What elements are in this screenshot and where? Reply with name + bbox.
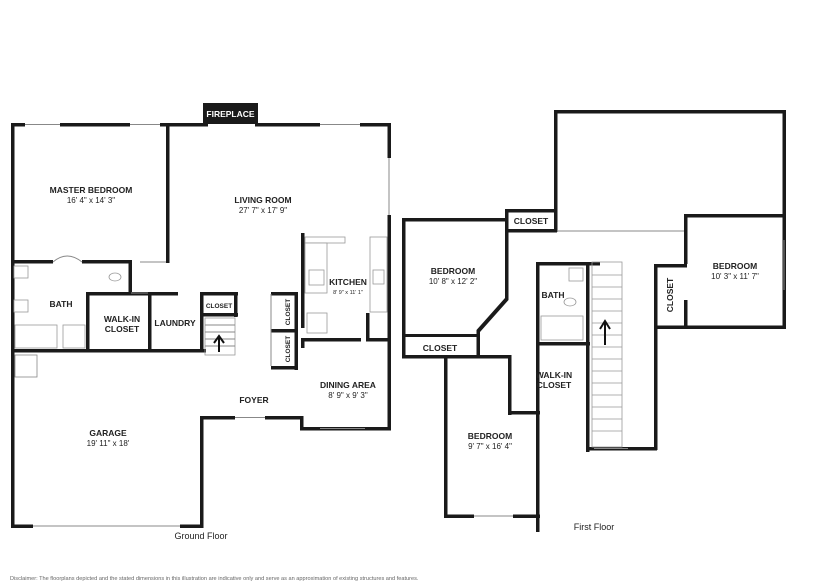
garage-name: GARAGE bbox=[89, 428, 127, 438]
sink-icon bbox=[13, 265, 29, 279]
ground-floor-label: Ground Floor bbox=[174, 531, 227, 541]
stair-arrow-icon bbox=[213, 334, 225, 352]
stair-arrow-icon bbox=[599, 319, 611, 345]
closet-left-name: CLOSET bbox=[423, 343, 458, 353]
first-floor: CLOSET BEDROOM 10' 8" x 12' 2" BEDROOM 1… bbox=[402, 110, 786, 532]
fridge-icon bbox=[306, 312, 328, 334]
dining-area-dim: 8' 9" x 9' 3" bbox=[328, 391, 368, 400]
laundry-name: LAUNDRY bbox=[154, 318, 196, 328]
foyer-name: FOYER bbox=[239, 395, 268, 405]
stove-icon bbox=[308, 269, 325, 286]
kitchen-dim: 8' 9" x 11' 1" bbox=[333, 290, 363, 296]
fireplace-block bbox=[203, 103, 258, 124]
master-bedroom-dim: 16' 4" x 14' 3" bbox=[67, 196, 115, 205]
toilet-icon bbox=[108, 272, 122, 282]
bath-upstairs-name: BATH bbox=[542, 290, 565, 300]
bedroom-left-dim: 10' 8" x 12' 2" bbox=[429, 277, 477, 286]
closet-right-name: CLOSET bbox=[665, 277, 675, 312]
first-floor-label: First Floor bbox=[574, 522, 615, 532]
garage-dim: 19' 11" x 18' bbox=[87, 439, 130, 448]
bedroom-right-name: BEDROOM bbox=[713, 261, 757, 271]
bathtub-icon bbox=[540, 315, 584, 341]
living-room-name: LIVING ROOM bbox=[234, 195, 291, 205]
disclaimer-text: Disclaimer: The floorplans depicted and … bbox=[10, 576, 419, 582]
dining-area-name: DINING AREA bbox=[320, 380, 376, 390]
kitchen-sink-icon bbox=[372, 269, 385, 285]
toilet-icon bbox=[563, 297, 577, 307]
sink-icon bbox=[13, 299, 29, 313]
fireplace-label: FIREPLACE bbox=[206, 109, 255, 119]
bedroom-bottom-dim: 9' 7" x 16' 4" bbox=[468, 442, 512, 451]
master-bedroom-name: MASTER BEDROOM bbox=[50, 185, 133, 195]
bedroom-left-name: BEDROOM bbox=[431, 266, 475, 276]
shower-icon bbox=[62, 324, 86, 349]
closet-a-name: CLOSET bbox=[206, 303, 232, 310]
closet-top-name: CLOSET bbox=[514, 216, 549, 226]
closet-c-name: CLOSET bbox=[285, 336, 292, 362]
closet-b-name: CLOSET bbox=[285, 299, 292, 325]
ground-floor: FIREPLACE bbox=[11, 103, 391, 541]
bathtub-icon bbox=[14, 324, 58, 349]
bedroom-bottom-name: BEDROOM bbox=[468, 431, 512, 441]
bath-name: BATH bbox=[50, 299, 73, 309]
kitchen-name: KITCHEN bbox=[329, 277, 367, 287]
bedroom-right-dim: 10' 3" x 11' 7" bbox=[711, 272, 759, 281]
living-room-dim: 27' 7" x 17' 9" bbox=[239, 206, 287, 215]
sink-icon bbox=[568, 267, 584, 282]
